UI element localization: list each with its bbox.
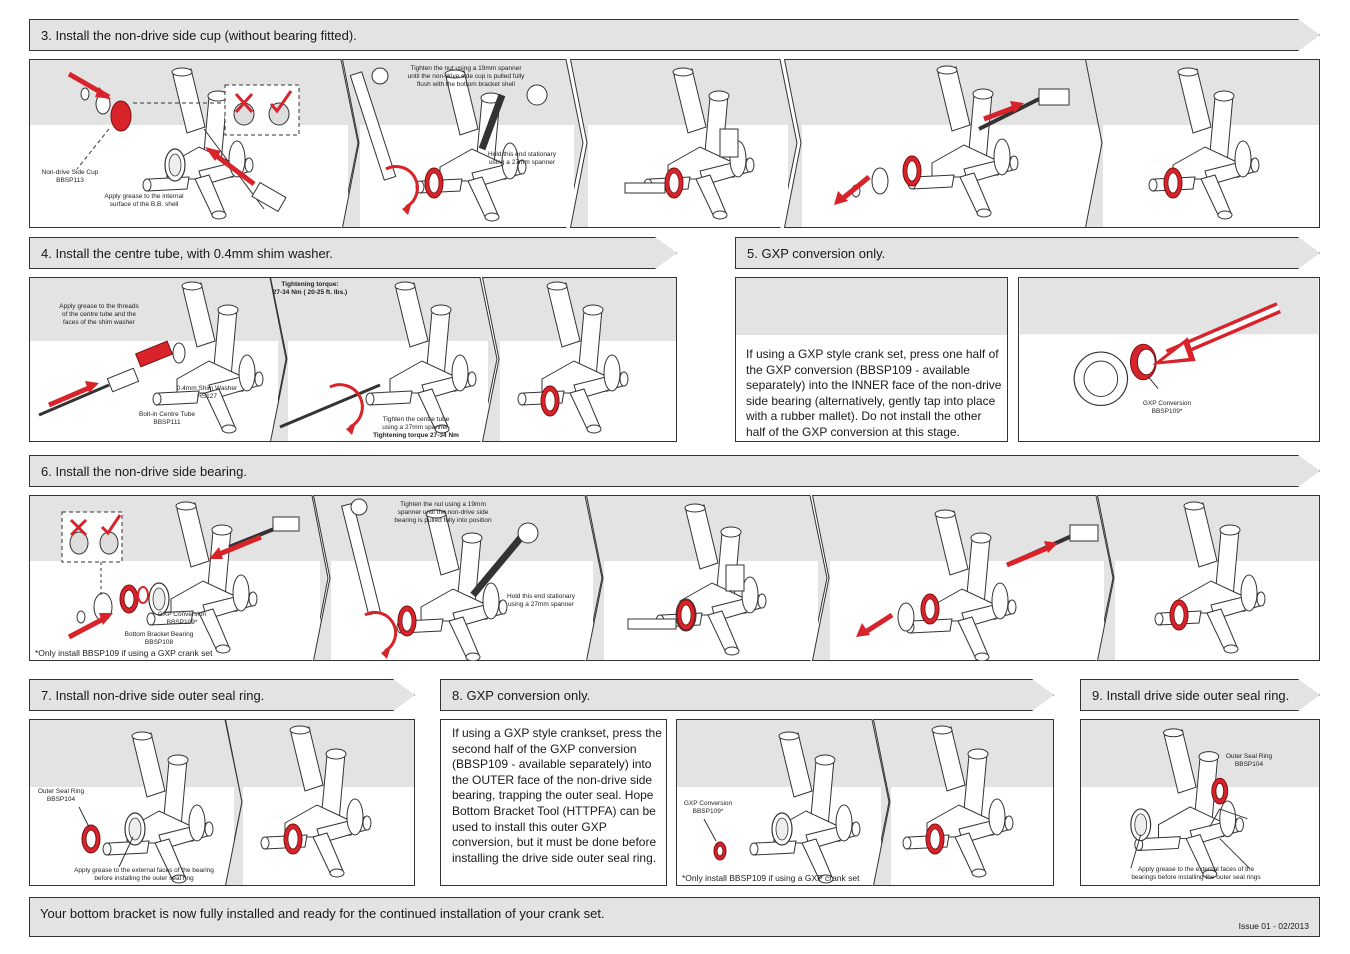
step5-header: 5. GXP conversion only.	[735, 237, 1320, 269]
step6-footnote: *Only install BBSP109 if using a GXP cra…	[35, 648, 213, 658]
step6-panel-5	[1097, 495, 1320, 661]
step6-illustration-3	[586, 495, 828, 661]
step3-panel-5	[1085, 59, 1320, 228]
step8-textbox: If using a GXP style crankset, press the…	[440, 719, 667, 886]
step6-illustration-2	[313, 495, 603, 661]
step3-panel-2: Tighten the nut using a 19mm spanner unt…	[342, 59, 584, 228]
step8-panel-2	[873, 719, 1054, 886]
completion-message: Your bottom bracket is now fully install…	[40, 906, 605, 921]
step4-illustration-1	[29, 277, 287, 442]
step7-panel-1: Outer Seal Ring BBSP104 Apply grease to …	[29, 719, 243, 886]
completion-banner: Your bottom bracket is now fully install…	[29, 897, 1320, 937]
bearing-note: Bottom Bracket Bearing BBSP108	[124, 631, 194, 646]
cup-note: Non-drive Side Cup BBSP113	[41, 169, 99, 184]
step6-illustration-5	[1097, 495, 1320, 661]
step5-textbox: If using a GXP style crank set, press on…	[735, 277, 1008, 442]
step8-title: 8. GXP conversion only.	[452, 688, 591, 703]
step3-illustration-3	[570, 59, 798, 228]
step7-header: 7. Install non-drive side outer seal rin…	[29, 679, 415, 711]
step9-seal-note: Outer Seal Ring BBSP104	[1225, 753, 1273, 768]
step6-header: 6. Install the non-drive side bearing.	[29, 455, 1320, 487]
step6-spanner27-note: Hold this end stationary using a 27mm sp…	[507, 593, 575, 608]
step3-panel-1: Non-drive Side Cup BBSP113 Apply grease …	[29, 59, 359, 228]
torque-top-note: Tightening torque: 27-34 Nm ( 20-25 ft. …	[272, 281, 348, 296]
step3-header: 3. Install the non-drive side cup (witho…	[29, 19, 1320, 51]
step8-illustration-1	[676, 719, 890, 886]
step6-illustration-4	[812, 495, 1114, 661]
step6-panel-2: Tighten the nut using a 19mm spanner unt…	[313, 495, 603, 661]
step4-panel-1: Apply grease to the threads of the centr…	[29, 277, 287, 442]
grease-note: Apply grease to the internal surface of …	[104, 193, 184, 208]
step4-title: 4. Install the centre tube, with 0.4mm s…	[41, 246, 333, 261]
centre-tube-note: Bolt-in Centre Tube BBSP111	[138, 411, 195, 426]
step6-spanner19-note: Tighten the nut using a 19mm spanner unt…	[394, 501, 492, 524]
shim-note: 0.4mm Shim Washer HS127	[176, 385, 238, 400]
step4-header: 4. Install the centre tube, with 0.4mm s…	[29, 237, 677, 269]
step7-grease-note: Apply grease to the external faces of th…	[74, 867, 214, 882]
step8-footnote: *Only install BBSP109 if using a GXP cra…	[682, 873, 860, 883]
step9-header: 9. Install drive side outer seal ring.	[1080, 679, 1320, 711]
step9-panel: Outer Seal Ring BBSP104 Apply grease to …	[1080, 719, 1320, 886]
step6-panel-3	[586, 495, 828, 661]
step8-gxp-note: GXP Conversion BBSP109*	[683, 800, 733, 815]
torque-bottom-note: Tightening torque 27-34 Nm	[373, 432, 459, 439]
step3-illustration-2	[342, 59, 584, 228]
step4-panel-2: Tightening torque: 27-34 Nm ( 20-25 ft. …	[270, 277, 498, 442]
step5-text: If using a GXP style crank set, press on…	[746, 347, 1002, 439]
step6-illustration-1	[29, 495, 329, 661]
issue-label: Issue 01 - 02/2013	[1238, 921, 1309, 931]
step7-panel-2	[225, 719, 415, 886]
step5-gxp-note: GXP Conversion BBSP109*	[1142, 400, 1192, 415]
step3-panel-4	[784, 59, 1110, 228]
step4-panel-3	[482, 277, 677, 442]
step7-seal-note: Outer Seal Ring BBSP104	[37, 788, 85, 803]
step8-illustration-2	[873, 719, 1054, 886]
step5-title: 5. GXP conversion only.	[747, 246, 886, 261]
step5-illustration	[1019, 278, 1319, 407]
tighten-tube-note: Tighten the centre tube using a 27mm spa…	[382, 416, 450, 431]
step8-panel-1: GXP Conversion BBSP109* *Only install BB…	[676, 719, 890, 886]
step7-title: 7. Install non-drive side outer seal rin…	[41, 688, 265, 703]
step7-illustration-1	[29, 719, 243, 886]
step9-grease-note: Apply grease to the external faces of th…	[1131, 866, 1261, 881]
step6-gxp-note: GXP Conversion BBSP109*	[157, 611, 207, 626]
step6-panel-4	[812, 495, 1114, 661]
step5-panel: GXP Conversion BBSP109*	[1018, 277, 1320, 442]
step3-illustration-5	[1085, 59, 1320, 228]
step3-illustration-1	[29, 59, 359, 228]
step4-illustration-2	[270, 277, 498, 442]
step9-title: 9. Install drive side outer seal ring.	[1092, 688, 1290, 703]
step3-title: 3. Install the non-drive side cup (witho…	[41, 28, 357, 43]
step6-title: 6. Install the non-drive side bearing.	[41, 464, 247, 479]
step9-illustration	[1081, 720, 1319, 879]
spanner19-note: Tighten the nut using a 19mm spanner unt…	[407, 65, 525, 88]
step3-panel-3	[570, 59, 798, 228]
step8-header: 8. GXP conversion only.	[440, 679, 1054, 711]
step6-panel-1: GXP Conversion BBSP109* Bottom Bracket B…	[29, 495, 329, 661]
spanner27-note: Hold this end stationary using a 27mm sp…	[488, 151, 556, 166]
step8-text: If using a GXP style crankset, press the…	[452, 726, 662, 865]
step3-illustration-4	[784, 59, 1110, 228]
step7-illustration-2	[225, 719, 415, 886]
step4-illustration-3	[482, 277, 677, 442]
grease-threads-note: Apply grease to the threads of the centr…	[59, 303, 139, 326]
